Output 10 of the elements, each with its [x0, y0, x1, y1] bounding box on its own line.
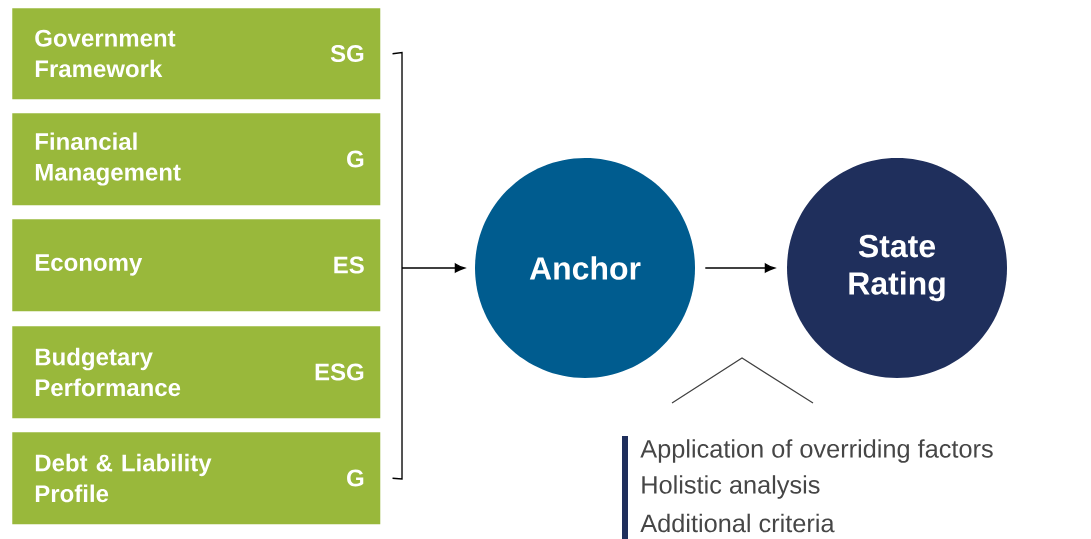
list-item: Additional criteria [640, 513, 835, 533]
list-item: Holistic analysis [642, 475, 820, 499]
factor-box: Debt & Liability Profile G [12, 432, 381, 525]
factor-box: Budgetary Performance ESG [12, 326, 381, 419]
arrow [704, 263, 776, 273]
bracket-arrow [391, 51, 466, 480]
factor-box: Economy ES [12, 219, 381, 312]
factor-box: Financial Management G [12, 113, 381, 206]
list-item: Application of overriding factors [640, 439, 993, 463]
factor-box: Government Framework SG [12, 8, 381, 100]
